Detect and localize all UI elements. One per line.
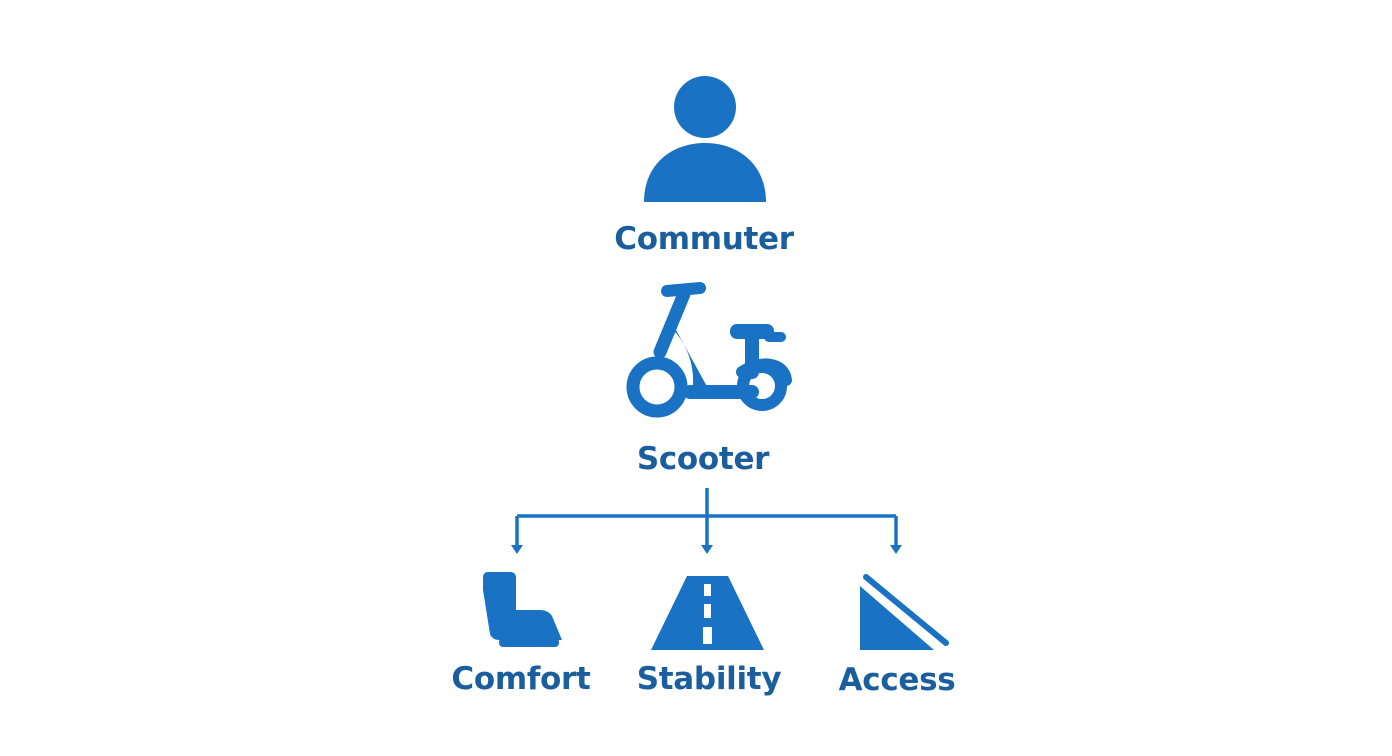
scooter-icon — [626, 282, 792, 418]
arrowhead-access — [890, 545, 902, 554]
connector-lines — [515, 488, 898, 548]
seat-icon — [483, 572, 562, 647]
connector-arrowheads — [511, 545, 902, 554]
road-icon — [651, 576, 764, 650]
ramp-icon — [860, 574, 949, 650]
scooter-label: Scooter — [636, 441, 770, 477]
arrowhead-stability — [701, 545, 713, 554]
access-label: Access — [838, 662, 956, 698]
stability-label: Stability — [636, 661, 782, 697]
person-icon — [644, 76, 766, 202]
arrowhead-comfort — [511, 545, 523, 554]
commuter-label: Commuter — [614, 221, 794, 257]
comfort-label: Comfort — [451, 661, 591, 697]
